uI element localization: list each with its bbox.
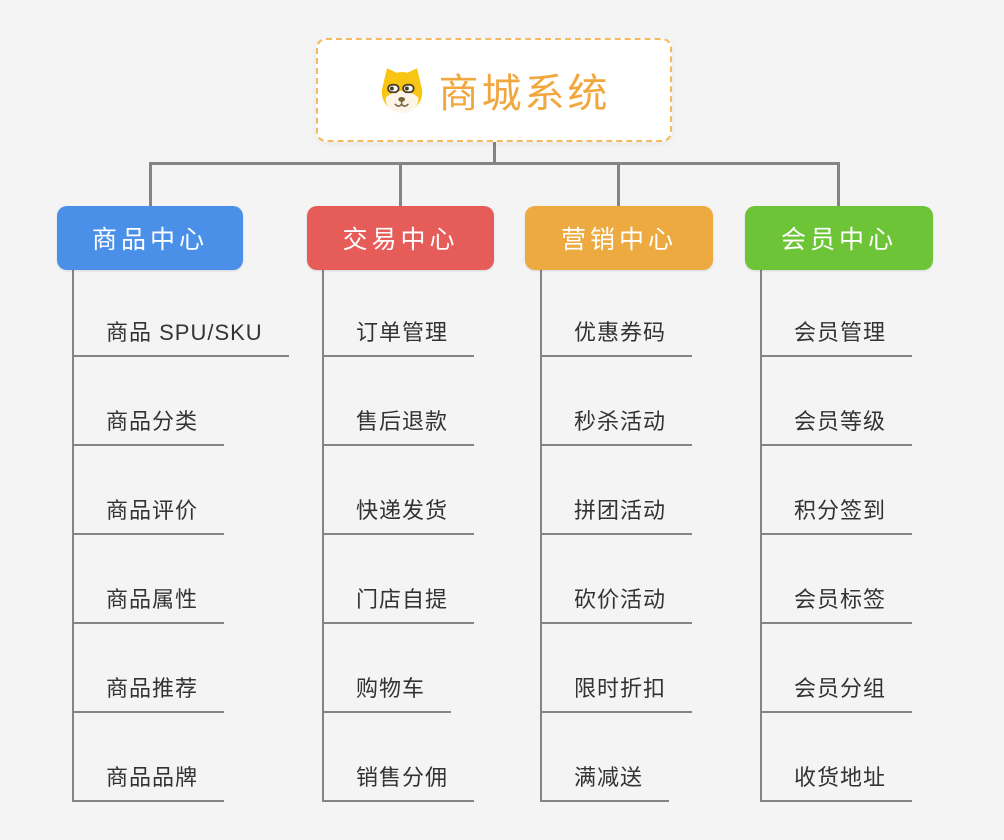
- connector-drop-2: [399, 162, 402, 208]
- connector-drop-4: [837, 162, 840, 208]
- leaf-node[interactable]: 商品分类: [72, 390, 225, 446]
- leaf-node[interactable]: 商品评价: [72, 479, 225, 535]
- leaf-node[interactable]: 商品 SPU/SKU: [72, 301, 289, 357]
- connector-root-stem: [493, 142, 496, 165]
- leaf-node[interactable]: 拼团活动: [540, 479, 693, 535]
- branch-node-trade-center[interactable]: 交易中心: [307, 206, 494, 270]
- leaf-node[interactable]: 商品推荐: [72, 657, 225, 713]
- dog-face-icon: [381, 68, 422, 113]
- branch-column-trade: 订单管理 售后退款 快递发货 门店自提 购物车 销售分佣: [322, 301, 475, 802]
- leaf-node[interactable]: 门店自提: [322, 568, 475, 624]
- branch-column-line-4: [760, 270, 762, 802]
- branch-column-marketing: 优惠券码 秒杀活动 拼团活动 砍价活动 限时折扣 满减送: [540, 301, 693, 802]
- leaf-node[interactable]: 收货地址: [760, 746, 913, 802]
- leaf-node[interactable]: 砍价活动: [540, 568, 693, 624]
- leaf-node[interactable]: 销售分佣: [322, 746, 475, 802]
- leaf-node[interactable]: 会员分组: [760, 657, 913, 713]
- connector-drop-3: [617, 162, 620, 208]
- connector-bus: [149, 162, 840, 165]
- leaf-node[interactable]: 商品品牌: [72, 746, 225, 802]
- leaf-node[interactable]: 会员等级: [760, 390, 913, 446]
- leaf-node[interactable]: 会员管理: [760, 301, 913, 357]
- leaf-node[interactable]: 订单管理: [322, 301, 475, 357]
- leaf-node[interactable]: 限时折扣: [540, 657, 693, 713]
- leaf-node[interactable]: 售后退款: [322, 390, 475, 446]
- branch-node-product-center[interactable]: 商品中心: [57, 206, 243, 270]
- leaf-node[interactable]: 优惠券码: [540, 301, 693, 357]
- branch-column-line-2: [322, 270, 324, 802]
- root-node[interactable]: 商城系统: [316, 38, 672, 142]
- branch-column-member: 会员管理 会员等级 积分签到 会员标签 会员分组 收货地址: [760, 301, 913, 802]
- leaf-node[interactable]: 快递发货: [322, 479, 475, 535]
- branch-node-marketing-center[interactable]: 营销中心: [525, 206, 713, 270]
- leaf-node[interactable]: 购物车: [322, 657, 452, 713]
- branch-column-line-1: [72, 270, 74, 802]
- leaf-node[interactable]: 秒杀活动: [540, 390, 693, 446]
- branch-column-product: 商品 SPU/SKU 商品分类 商品评价 商品属性 商品推荐 商品品牌: [72, 301, 289, 802]
- leaf-node[interactable]: 会员标签: [760, 568, 913, 624]
- leaf-node[interactable]: 满减送: [540, 746, 670, 802]
- root-node-title: 商城系统: [438, 72, 611, 116]
- leaf-node[interactable]: 积分签到: [760, 479, 913, 535]
- branch-column-line-3: [540, 270, 542, 802]
- branch-node-member-center[interactable]: 会员中心: [745, 206, 933, 270]
- connector-drop-1: [149, 162, 152, 208]
- leaf-node[interactable]: 商品属性: [72, 568, 225, 624]
